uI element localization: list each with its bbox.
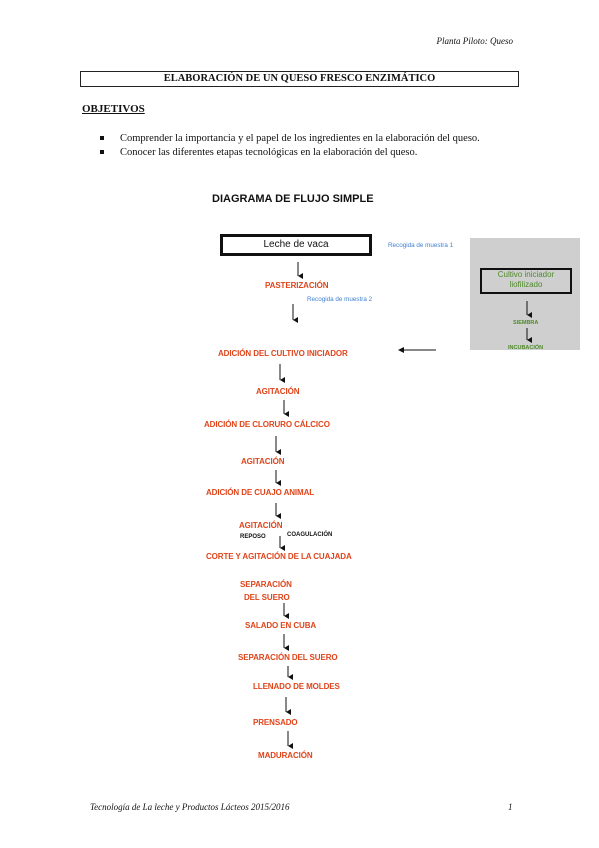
siembra-label: SIEMBRA xyxy=(513,320,539,326)
reposo-label: REPOSO xyxy=(240,534,266,540)
page-number: 1 xyxy=(508,802,513,812)
objectives-list: Comprender la importancia y el papel de … xyxy=(100,132,516,160)
incubacion-label: INCUBACIÓN xyxy=(508,345,544,351)
document-title: ELABORACIÓN DE UN QUESO FRESCO ENZIMÁTIC… xyxy=(80,71,519,87)
step-separacion-1: SEPARACIÓN xyxy=(240,580,292,589)
objective-item: Conocer las diferentes etapas tecnológic… xyxy=(100,146,516,159)
sample-note-1: Recogida de muestra 1 xyxy=(388,242,454,249)
starter-culture-box: Cultivo iniciador liofilizado xyxy=(480,268,572,294)
step-pasterizacion: PASTERIZACIÓN xyxy=(265,281,329,290)
step-corte-cuajada: CORTE Y AGITACIÓN DE LA CUAJADA xyxy=(206,552,352,561)
sample-note-2: Recogida de muestra 2 xyxy=(307,296,373,303)
step-salado-cuba: SALADO EN CUBA xyxy=(245,621,317,630)
step-cloruro-calcico: ADICIÓN DE CLORURO CÁLCICO xyxy=(204,420,330,429)
step-del-suero: DEL SUERO xyxy=(244,593,290,602)
step-separacion-suero: SEPARACIÓN DEL SUERO xyxy=(238,653,338,662)
footer-text: Tecnología de La leche y Productos Lácte… xyxy=(90,802,290,812)
starter-culture-panel xyxy=(470,238,580,350)
step-cuajo-animal: ADICIÓN DE CUAJO ANIMAL xyxy=(206,488,315,497)
step-prensado: PRENSADO xyxy=(253,718,298,727)
start-box: Leche de vaca xyxy=(220,234,372,256)
objectives-heading: OBJETIVOS xyxy=(82,103,145,115)
objective-item: Comprender la importancia y el papel de … xyxy=(100,132,516,145)
step-agitacion-1: AGITACIÓN xyxy=(256,387,300,396)
step-adicion-cultivo: ADICIÓN DEL CULTIVO INICIADOR xyxy=(218,349,348,358)
running-header: Planta Piloto: Queso xyxy=(436,36,514,46)
step-maduracion: MADURACIÓN xyxy=(258,751,313,760)
arrowhead xyxy=(398,347,404,353)
diagram-title: DIAGRAMA DE FLUJO SIMPLE xyxy=(212,193,374,205)
step-agitacion-2: AGITACIÓN xyxy=(241,457,285,466)
step-llenado-moldes: LLENADO DE MOLDES xyxy=(253,682,340,691)
coagulacion-label: COAGULACIÓN xyxy=(287,532,333,538)
step-agitacion-3: AGITACIÓN xyxy=(239,521,283,530)
